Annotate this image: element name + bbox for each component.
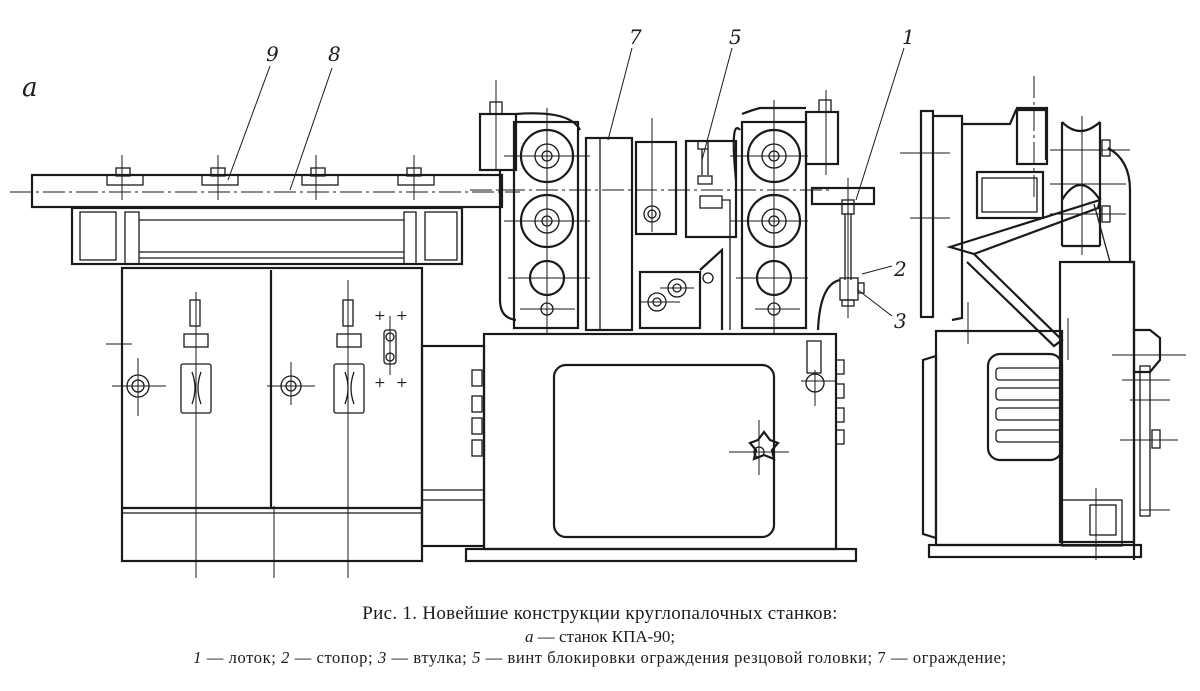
subtitle-text: — станок КПА-90; [533, 627, 676, 646]
svg-text:+: + [374, 308, 386, 324]
chute-bolt [106, 155, 144, 200]
chute-bolt [301, 155, 339, 200]
tray [810, 178, 876, 331]
legend-text: — винт блокировки ограждения резцовой го… [480, 648, 878, 667]
intermediate-housing [420, 344, 486, 548]
svg-text:+: + [396, 308, 408, 324]
technical-drawing: а [10, 25, 1186, 578]
left-roller-stand [478, 80, 590, 333]
right-roller-stand [730, 90, 840, 333]
legend-text: — ограждение; [886, 648, 1007, 667]
chute-support-frame [70, 206, 464, 266]
callout-8: 8 [328, 42, 341, 66]
feed-chute [10, 155, 520, 209]
left-cabinet: + + + + [106, 266, 424, 578]
callout-2: 2 [893, 257, 907, 281]
legend-num: 1 [193, 648, 203, 667]
svg-text:+: + [374, 375, 386, 391]
callout-7: 7 [629, 25, 642, 49]
callout-1: 1 [902, 25, 915, 49]
callout-5: 5 [729, 25, 742, 49]
legend-text: — втулка; [386, 648, 473, 667]
callout-9: 9 [266, 42, 279, 66]
figure-caption-subtitle: а — станок КПА-90; [0, 627, 1200, 647]
svg-text:+: + [396, 375, 408, 391]
chute-bolt [201, 155, 239, 200]
legend-num: 2 [281, 648, 290, 667]
figure-caption-legend: 1 — лоток; 2 — стопор; 3 — втулка; 5 — в… [0, 648, 1200, 668]
machine-base [464, 332, 858, 563]
figure-caption-title: Рис. 1. Новейшие конструкции круглопалоч… [362, 603, 838, 624]
legend-num: 5 [472, 648, 481, 667]
legend-text: — лоток; [202, 648, 282, 667]
side-view [900, 76, 1186, 560]
chute-bolt [397, 155, 435, 200]
legend-num: 3 [377, 648, 387, 667]
subtitle-letter: а [524, 627, 534, 646]
view-letter-a: а [22, 73, 38, 103]
legend-num: 7 [877, 648, 887, 667]
callout-leaders [227, 47, 905, 317]
legend-text: — стопор; [289, 648, 378, 667]
callout-3: 3 [894, 309, 907, 333]
cutter-head-guard-lock [684, 139, 738, 330]
